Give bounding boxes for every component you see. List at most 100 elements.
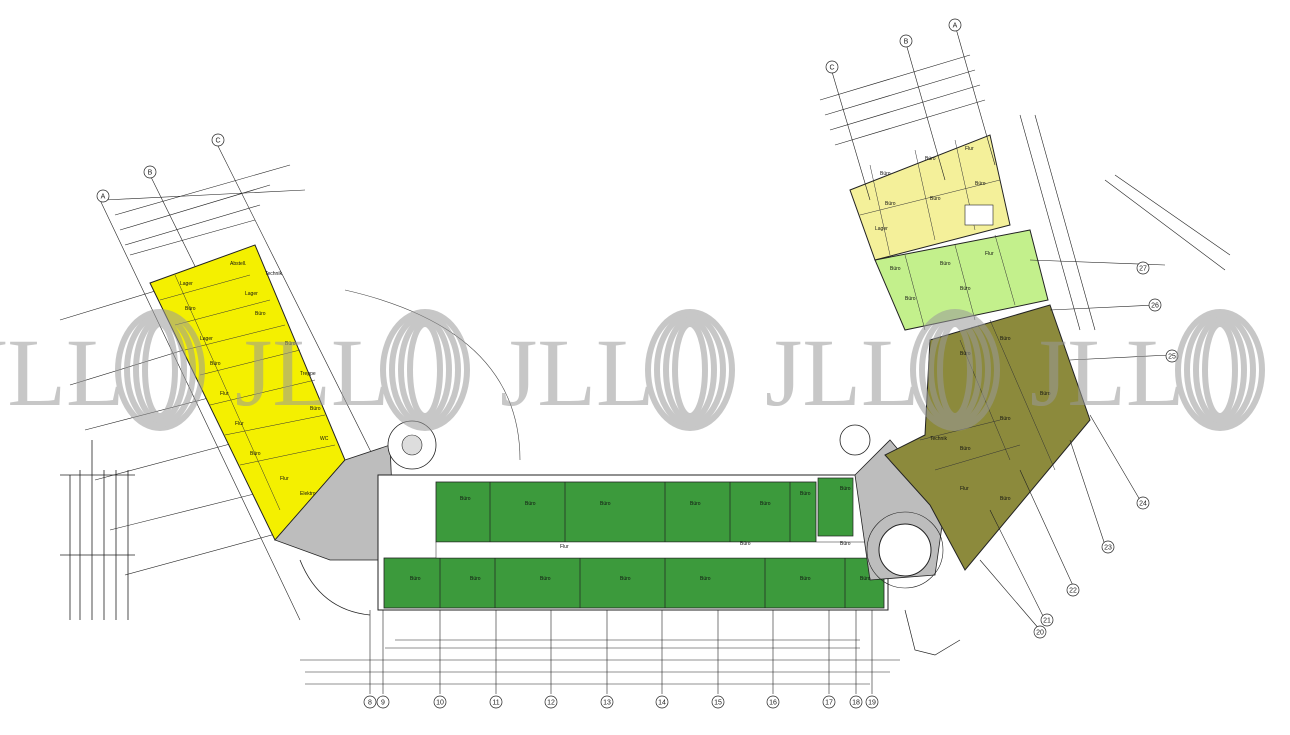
room-label-left-wing: Flur: [280, 476, 289, 482]
room-label-left-wing: Büro: [250, 451, 261, 457]
room-label-right-wing-yellow: Büro: [930, 196, 941, 202]
axis-label-side-27-bubble: [1136, 261, 1150, 275]
room-label-left-wing: Flur: [235, 421, 244, 427]
axis-label-left-B: B: [148, 170, 153, 177]
room-label-left-wing: Technik: [265, 271, 282, 277]
room-label-center-north: Büro: [460, 496, 471, 502]
axis-label-bottom-14-bubble: [655, 695, 669, 709]
axis-label-side-20-bubble: [1033, 625, 1047, 639]
axis-label-bottom-19: 19: [868, 700, 876, 707]
room-label-right-wing-olive: Büro: [960, 351, 971, 357]
room-label-right-wing-olive: Büro: [1000, 336, 1011, 342]
room-label-left-wing: Büro: [310, 406, 321, 412]
axis-label-side-27: 27: [1139, 266, 1147, 273]
axis-label-bottom-10: 10: [436, 700, 444, 707]
room-label-center-south: Büro: [860, 576, 871, 582]
axis-label-bottom-14: 14: [658, 700, 666, 707]
axis-label-bottom-17: 17: [825, 700, 833, 707]
room-label-left-wing: Büro: [185, 306, 196, 312]
jll-logo-ring: [645, 309, 735, 431]
axis-label-side-24: 24: [1139, 501, 1147, 508]
axis-label-side-26-bubble: [1148, 298, 1162, 312]
room-label-right-wing-olive: Büro: [1000, 496, 1011, 502]
axis-label-bottom-16-bubble: [766, 695, 780, 709]
axis-label-side-23: 23: [1104, 545, 1112, 552]
axis-label-side-26: 26: [1151, 303, 1159, 310]
axis-label-bottom-11-bubble: [489, 695, 503, 709]
axis-label-side-20: 20: [1036, 630, 1044, 637]
axis-label-side-23-bubble: [1101, 540, 1115, 554]
right-wing-stair: [964, 204, 994, 226]
jll-logo-ring: [407, 321, 443, 419]
axis-label-bottom-9: 9: [381, 700, 385, 707]
room-label-center-south: Büro: [840, 541, 851, 547]
room-label-left-wing: Büro: [255, 311, 266, 317]
axis-label-bottom-11: 11: [492, 700, 499, 707]
room-label-right-wing-green: Flur: [985, 251, 994, 257]
room-label-left-wing: Lager: [200, 336, 213, 342]
room-label-center-north: Büro: [525, 501, 536, 507]
axis-label-bottom-18: 18: [852, 700, 860, 707]
axis-label-bottom-13: 13: [603, 700, 611, 707]
axis-label-bottom-8-bubble: [363, 695, 377, 709]
axis-label-bottom-16: 16: [769, 700, 777, 707]
jll-logo-ring: [1193, 317, 1247, 423]
room-label-left-wing: Treppe: [300, 371, 316, 377]
center-north-green-zone: [435, 481, 817, 543]
axis-label-right-C-bubble: [825, 60, 839, 74]
jll-logo-ring: [672, 321, 708, 419]
left-arc-outline: [344, 289, 521, 461]
axis-label-side-22-bubble: [1066, 583, 1080, 597]
axis-label-bottom-10-bubble: [433, 695, 447, 709]
axis-label-side-25: 25: [1168, 354, 1176, 361]
axis-label-right-A-bubble: [948, 18, 962, 32]
axis-label-bottom-17-bubble: [822, 695, 836, 709]
axis-label-side-21: 21: [1043, 618, 1051, 625]
room-labels: LagerAbstell.BüroLagerTechnikLagerBüroBü…: [180, 146, 1051, 582]
room-label-center-south: Büro: [620, 576, 631, 582]
room-label-center-north: Flur: [560, 544, 569, 550]
axis-label-left-A-bubble: [96, 189, 110, 203]
room-label-left-wing: Büro: [210, 361, 221, 367]
room-label-right-wing-green: Büro: [905, 296, 916, 302]
room-label-right-wing-green: Büro: [940, 261, 951, 267]
room-label-left-wing: Lager: [180, 281, 193, 287]
room-label-center-south: Büro: [740, 541, 751, 547]
room-label-right-wing-olive: Büro: [960, 446, 971, 452]
room-label-right-wing-green: Büro: [890, 266, 901, 272]
axis-label-bottom-13-bubble: [600, 695, 614, 709]
axis-label-right-B: B: [904, 39, 909, 46]
room-label-right-wing-olive: Büro: [1000, 416, 1011, 422]
axis-label-bottom-8: 8: [368, 700, 372, 707]
jll-logo-ring: [654, 313, 726, 427]
axis-label-left-A: A: [101, 194, 106, 201]
right-rotunda-outer: [866, 511, 944, 589]
jll-logo-ring: [1175, 309, 1265, 431]
room-label-center-south: Büro: [540, 576, 551, 582]
room-label-right-wing-yellow: Büro: [975, 181, 986, 187]
room-label-left-wing: Flur: [220, 391, 229, 397]
jll-logo-ring: [1202, 321, 1238, 419]
jll-logo-ring: [1184, 313, 1256, 427]
spiral-staircase-right: [839, 424, 871, 456]
axis-label-bottom-9-bubble: [376, 695, 390, 709]
room-label-right-wing-olive: Flur: [960, 486, 969, 492]
axis-label-bottom-19-bubble: [865, 695, 879, 709]
room-label-right-wing-olive: Büro: [1040, 391, 1051, 397]
axis-label-left-B-bubble: [143, 165, 157, 179]
axis-label-side-24-bubble: [1136, 496, 1150, 510]
jll-logo-text: JLL: [500, 319, 655, 426]
center-south-green-zone: [383, 557, 885, 609]
axis-label-right-B-bubble: [899, 34, 913, 48]
spiral-staircase-left-core: [401, 434, 423, 456]
room-label-right-wing-yellow: Büro: [885, 201, 896, 207]
axis-label-left-C: C: [215, 138, 220, 145]
jll-logo-ring: [389, 313, 461, 427]
axis-label-right-A: A: [953, 23, 958, 30]
room-label-right-wing-yellow: Lager: [875, 226, 888, 232]
room-label-right-wing-yellow: Büro: [925, 156, 936, 162]
axis-label-bottom-15-bubble: [711, 695, 725, 709]
jll-logo-text: JLL: [0, 319, 125, 426]
